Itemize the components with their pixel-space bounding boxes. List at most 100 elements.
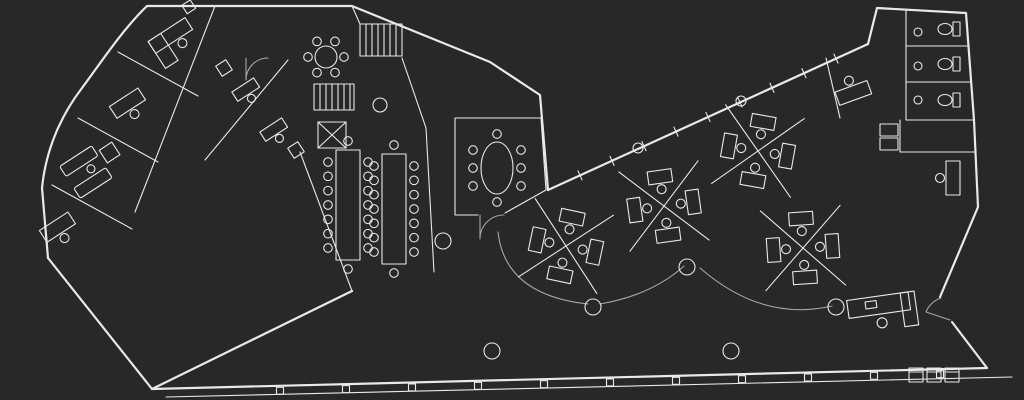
chair <box>369 204 379 214</box>
chair <box>468 145 478 155</box>
elevator-shaft <box>317 121 347 149</box>
chair <box>312 67 322 78</box>
stair-treads <box>319 83 351 111</box>
window-mullion <box>641 141 647 152</box>
curtain-wall-outer-line <box>165 376 1013 398</box>
conference-table <box>480 141 514 195</box>
column <box>483 342 501 360</box>
chair <box>492 197 502 207</box>
chair <box>369 247 379 257</box>
column <box>678 258 696 276</box>
curtain-mullion <box>539 380 549 389</box>
chair <box>468 181 478 191</box>
wall-bottom-left-diagonal <box>150 289 354 391</box>
curtain-mullion <box>671 376 681 385</box>
round-table <box>314 45 338 69</box>
curtain-mullion <box>275 386 285 395</box>
column <box>722 342 740 360</box>
chair <box>323 157 333 167</box>
chair <box>343 136 353 146</box>
screen-curve <box>497 231 589 305</box>
window-mullion <box>833 53 839 64</box>
chair <box>516 181 526 191</box>
window-mullions-layer <box>577 53 839 181</box>
sink <box>913 61 923 71</box>
conference-table-group <box>468 129 526 207</box>
fixtures-layer <box>913 21 961 108</box>
chair <box>369 189 379 200</box>
curtain-mullion <box>803 373 813 382</box>
curtain-mullion <box>737 375 747 384</box>
elevator-outline <box>317 121 347 149</box>
right-office-walls <box>899 119 977 153</box>
chair <box>409 189 419 200</box>
chair <box>468 163 478 173</box>
curtain-mullion <box>341 385 351 394</box>
window-mullion <box>609 155 615 166</box>
stair-outline <box>359 23 403 57</box>
chair <box>312 36 322 47</box>
curtain-mullion <box>605 378 615 387</box>
curtain-mullion <box>935 370 945 379</box>
chair <box>492 129 502 139</box>
door-swing <box>479 214 505 240</box>
wall-top-right <box>866 6 980 299</box>
chair <box>323 214 333 225</box>
stair-outline <box>313 83 355 111</box>
chair <box>330 67 340 78</box>
window-mullion <box>673 126 679 137</box>
interior-walls <box>51 5 977 292</box>
chair <box>363 200 373 210</box>
chair <box>369 161 379 171</box>
workstation-cluster <box>759 204 847 292</box>
curtain-mullions-layer <box>275 370 945 395</box>
chair <box>369 232 379 243</box>
wall-left-wing <box>40 4 550 260</box>
chair <box>409 204 419 214</box>
window-mullion <box>705 111 711 123</box>
desk <box>108 87 152 128</box>
chair <box>323 185 333 196</box>
window-mullion <box>769 82 775 93</box>
stairs-upper <box>359 23 403 57</box>
desk <box>830 70 873 106</box>
meeting-table-group <box>369 140 419 278</box>
sink <box>913 95 923 105</box>
wall-bump <box>632 142 644 154</box>
l-desk <box>141 0 215 69</box>
curtain-mullion <box>869 371 879 380</box>
reception-desk <box>846 290 920 335</box>
toilet <box>937 21 961 37</box>
workstations-layer <box>518 104 847 294</box>
storage-cabinet <box>879 137 899 151</box>
chair <box>363 228 373 239</box>
conference-room-walls <box>454 117 547 216</box>
sink <box>913 27 923 37</box>
wall-bottom <box>150 366 989 391</box>
wing-partitions <box>51 51 289 230</box>
box <box>215 59 233 77</box>
window-mullion <box>801 68 807 79</box>
screen-curve <box>599 265 685 305</box>
column <box>827 298 845 316</box>
chair <box>303 52 313 62</box>
desk <box>934 160 961 196</box>
chair <box>363 243 373 253</box>
meeting-room-walls <box>299 5 435 292</box>
chair <box>363 171 373 182</box>
chair <box>409 161 419 171</box>
meeting-table <box>381 153 407 265</box>
chair <box>363 157 373 167</box>
chair <box>323 200 333 210</box>
chair <box>516 163 526 173</box>
stairs-lower <box>313 83 355 111</box>
sofa-set <box>59 134 129 199</box>
chair <box>369 175 379 186</box>
chair <box>409 218 419 229</box>
door-swing <box>245 57 269 81</box>
chair <box>363 214 373 225</box>
chair <box>330 36 340 47</box>
chair <box>369 218 379 229</box>
